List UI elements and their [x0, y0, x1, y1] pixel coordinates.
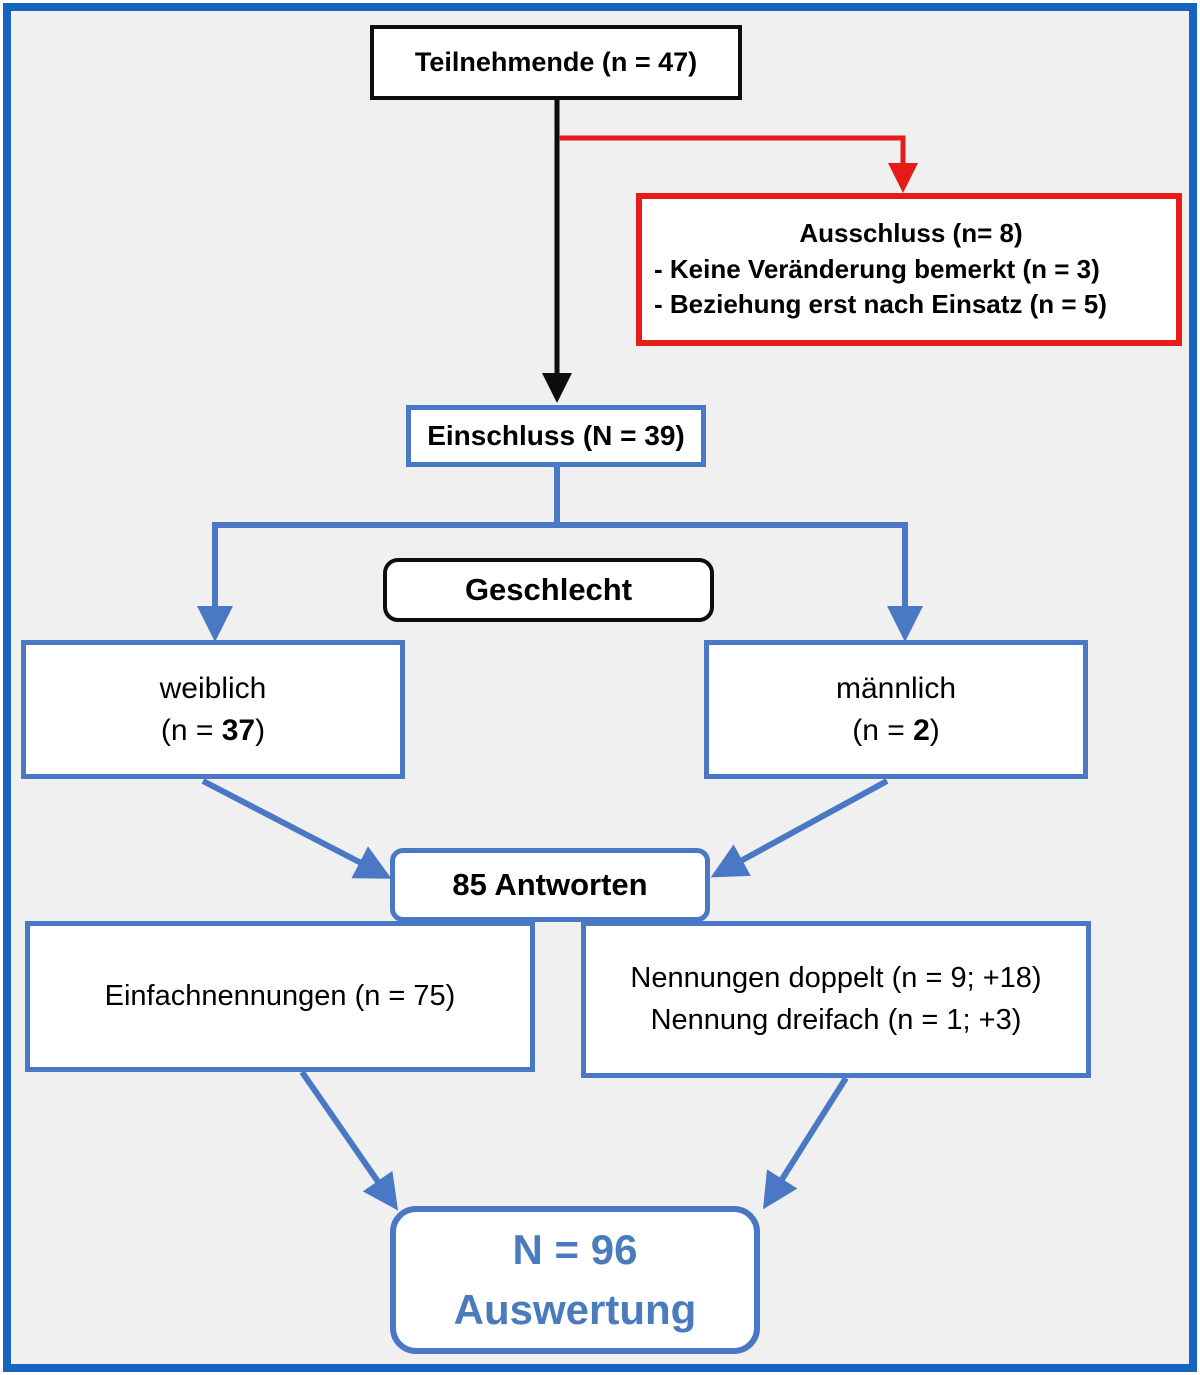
multiple-mentions-line2: Nennung dreifach (n = 1; +3): [650, 1003, 1022, 1036]
answers-box: 85 Antworten: [390, 848, 710, 922]
male-box: männlich (n = 2): [704, 640, 1088, 779]
participants-box: Teilnehmende (n = 47): [370, 25, 742, 100]
arrow-female-to-answers: [201, 778, 392, 879]
total-label: Auswertung: [453, 1286, 697, 1333]
exclusion-item: - Beziehung erst nach Einsatz (n = 5): [654, 289, 1107, 320]
male-count: (n = 2): [852, 713, 940, 747]
female-box: weiblich (n = 37): [21, 640, 405, 779]
answers-label: 85 Antworten: [452, 866, 648, 902]
arrow-multiple-to-total: [762, 1076, 849, 1210]
arrow-branch-to-exclusion: [559, 135, 918, 193]
total-n: N = 96: [512, 1226, 638, 1274]
single-mentions-box: Einfachnennungen (n = 75): [25, 921, 535, 1072]
male-count-value: 2: [913, 713, 930, 747]
multiple-mentions-line1: Nennungen doppelt (n = 9; +18): [630, 962, 1042, 995]
female-label: weiblich: [159, 672, 267, 706]
female-count: (n = 37): [160, 713, 266, 747]
single-mentions-label: Einfachnennungen (n = 75): [104, 980, 456, 1013]
exclusion-title: Ausschluss (n= 8): [799, 217, 1023, 248]
female-count-value: 37: [221, 713, 256, 747]
total-box: N = 96 Auswertung: [390, 1206, 760, 1354]
inclusion-label: Einschluss (N = 39): [427, 419, 685, 451]
gender-box: Geschlecht: [383, 558, 714, 622]
gender-label: Geschlecht: [464, 571, 633, 607]
inclusion-box: Einschluss (N = 39): [406, 405, 706, 467]
exclusion-box: Ausschluss (n= 8) - Keine Veränderung be…: [636, 193, 1182, 346]
arrow-single-to-total: [299, 1070, 399, 1211]
participants-label: Teilnehmende (n = 47): [414, 46, 698, 77]
male-label: männlich: [835, 672, 957, 706]
arrow-male-to-answers: [710, 778, 889, 878]
multiple-mentions-box: Nennungen doppelt (n = 9; +18) Nennung d…: [581, 921, 1091, 1078]
exclusion-item: - Keine Veränderung bemerkt (n = 3): [654, 253, 1100, 284]
